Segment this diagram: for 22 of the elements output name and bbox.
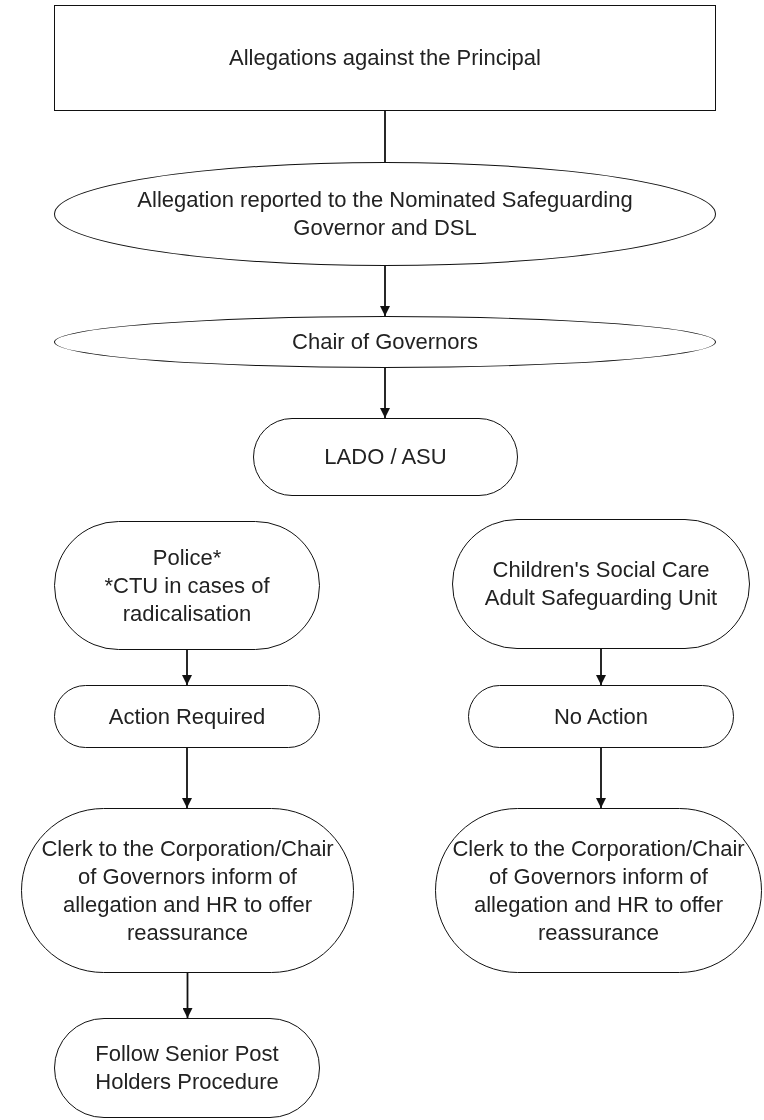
node-text: LADO / ASU bbox=[324, 443, 447, 471]
connector-line bbox=[384, 110, 386, 163]
arrow bbox=[182, 972, 193, 1019]
node-text: Allegations against the Principal bbox=[229, 44, 541, 72]
arrow bbox=[182, 747, 192, 809]
arrow bbox=[182, 649, 192, 686]
arrow bbox=[380, 265, 390, 317]
node-text: Clerk to the Corporation/Chair of Governors inform of allegation and HR to offer reassurance bbox=[451, 834, 746, 947]
arrow bbox=[596, 747, 606, 809]
node-text: Children's Social Care bbox=[492, 556, 710, 584]
node-text: Adult Safeguarding Unit bbox=[484, 584, 718, 612]
node-text: Chair of Governors bbox=[292, 328, 478, 356]
process-box bbox=[54, 5, 716, 111]
node-text: Allegation reported to the Nominated Safeguarding Governor and DSL bbox=[136, 186, 634, 242]
node-text: Clerk to the Corporation/Chair of Governors inform of allegation and HR to offer reassurance bbox=[40, 834, 335, 947]
node-text: *CTU in cases of radicalisation bbox=[103, 571, 271, 628]
arrow bbox=[596, 648, 606, 686]
node-text: Police* bbox=[152, 543, 222, 572]
arrow bbox=[380, 367, 390, 419]
node-text: Action Required bbox=[108, 702, 266, 731]
node-text: No Action bbox=[553, 702, 649, 731]
node-text: Follow Senior Post Holders Procedure bbox=[94, 1040, 280, 1096]
